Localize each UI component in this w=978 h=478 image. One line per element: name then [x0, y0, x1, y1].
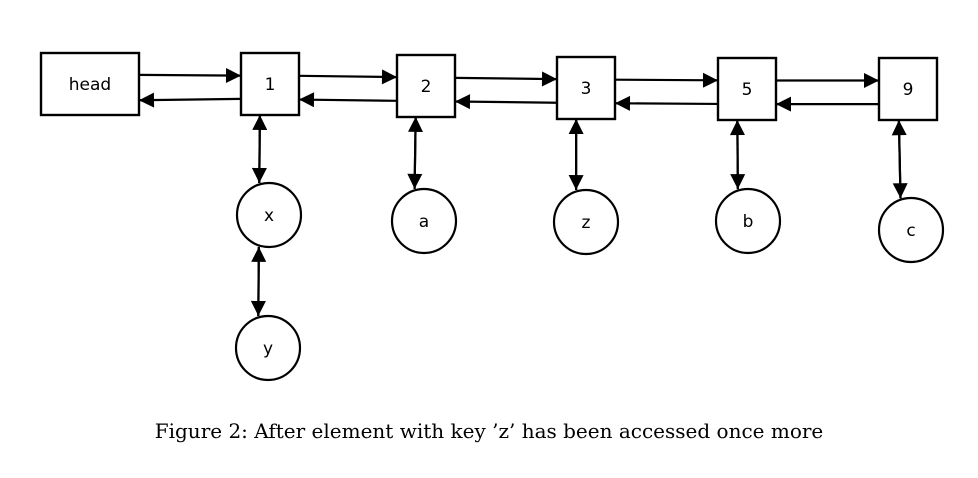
chain-node-c: c [877, 196, 945, 264]
node-label: 1 [265, 75, 276, 95]
edge-5-to-3 [614, 95, 719, 111]
list-node-5: 5 [716, 56, 778, 122]
node-label: 9 [903, 80, 914, 100]
node-box [239, 51, 301, 117]
node-label: z [582, 213, 591, 233]
node-box [555, 55, 617, 121]
chain-node-y: y [234, 314, 302, 382]
node-circle [390, 187, 458, 255]
edge-3-to-5 [614, 72, 719, 88]
list-node-3: 3 [555, 55, 617, 121]
edge-2-to-3 [454, 71, 558, 87]
node-label: x [264, 206, 274, 226]
figure-caption: Figure 2: After element with key ’z’ has… [154, 419, 824, 443]
node-label: head [69, 75, 111, 95]
edge-c-to-9 [891, 120, 907, 199]
edge-3-to-2 [454, 94, 558, 110]
node-circle [234, 314, 302, 382]
node-box [716, 56, 778, 122]
node-box [395, 53, 457, 119]
head-node: head [39, 51, 141, 117]
node-label: b [743, 212, 754, 232]
chain-node-x: x [235, 181, 303, 249]
node-circle [714, 187, 782, 255]
edge-x-to-1 [252, 114, 268, 183]
node-circle [235, 181, 303, 249]
edge-2-to-1 [298, 92, 398, 108]
chain-node-b: b [714, 187, 782, 255]
linked-list-diagram: 1 2 3 5 9 head x y a z b c [39, 51, 945, 382]
node-label: 5 [742, 80, 753, 100]
node-box [39, 51, 141, 117]
node-circle [877, 196, 945, 264]
edge-1-to-head [138, 92, 242, 108]
node-label: c [906, 221, 915, 241]
node-label: 3 [581, 79, 592, 99]
list-node-9: 9 [877, 56, 939, 122]
node-label: y [263, 339, 273, 359]
list-node-1: 1 [239, 51, 301, 117]
edge-head-to-1 [138, 68, 242, 84]
edge-1-to-2 [298, 69, 398, 85]
node-label: a [419, 212, 429, 232]
node-label: 2 [421, 77, 432, 97]
edge-y-to-x [251, 246, 267, 316]
chain-node-a: a [390, 187, 458, 255]
node-circle [552, 188, 620, 256]
edge-a-to-2 [407, 116, 423, 189]
chain-node-z: z [552, 188, 620, 256]
list-node-2: 2 [395, 53, 457, 119]
node-box [877, 56, 939, 122]
